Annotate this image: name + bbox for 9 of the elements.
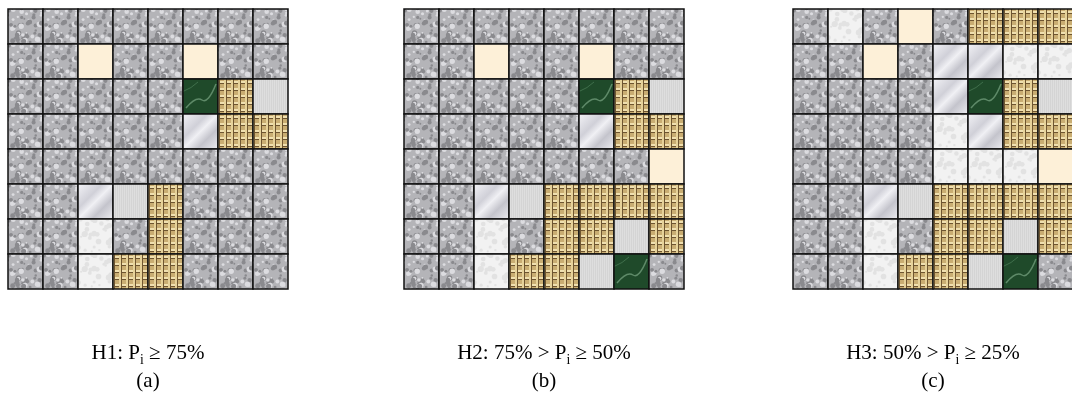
tile-grid-drawing	[7, 8, 289, 290]
caption-text: H3: 50% > P$_{i}$ ≥ 25%	[846, 340, 1020, 369]
panel-label: (a)	[136, 368, 160, 393]
tile-grid-drawing	[403, 8, 685, 290]
caption-text: H1: P$_{i}$ ≥ 75%	[91, 340, 205, 369]
caption-text: H2: 75% > P$_{i}$ ≥ 50%	[457, 340, 631, 369]
panel-label: (b)	[531, 368, 557, 393]
panel-label: (c)	[921, 368, 945, 393]
tile-grid-drawing	[792, 8, 1072, 290]
